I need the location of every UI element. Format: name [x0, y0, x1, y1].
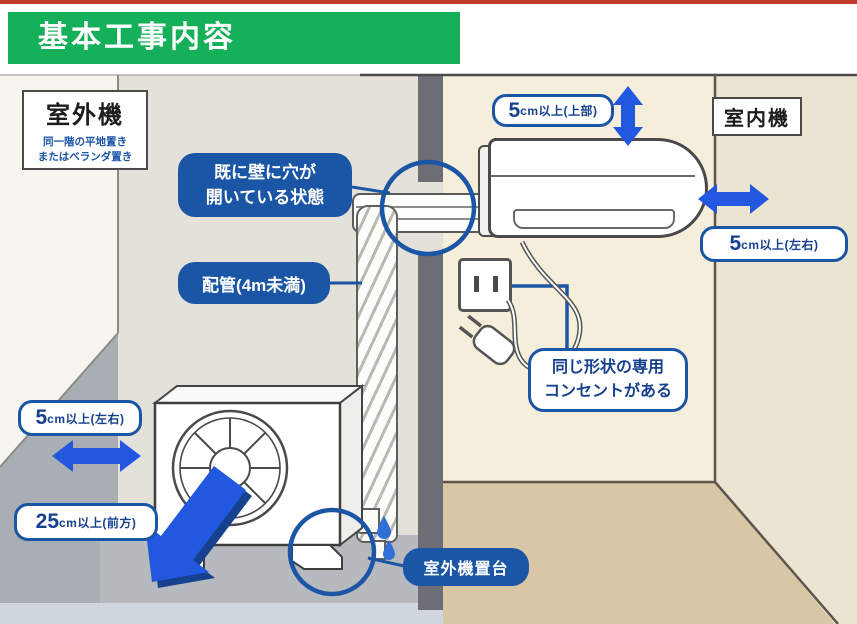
indoor-unit-heading-box: 室内機 [712, 97, 802, 136]
outdoor-unit-heading-box: 室外機 同一階の平地置き またはベランダ置き [22, 90, 148, 170]
page-title: 基本工事内容 [8, 12, 460, 64]
indoor-unit-vent-flap [513, 209, 675, 229]
outdoor-unit-stand-feet [154, 544, 343, 570]
indoor-ac-unit [488, 138, 708, 238]
outlet-slot [493, 276, 498, 292]
outlet-slot [474, 276, 479, 292]
outdoor-unit-side-face [339, 383, 363, 548]
ground-strip [0, 603, 443, 624]
wall-hole-label: 既に壁に穴が 開いている状態 [178, 153, 352, 217]
outdoor-unit-note: 同一階の平地置き またはベランダ置き [37, 135, 133, 163]
wall-cross-section-upper [418, 75, 443, 182]
outdoor-ac-unit [152, 383, 365, 570]
outlet-icon [458, 258, 512, 312]
indoor-unit-panel-seam [491, 175, 695, 177]
pipe-length-label: 配管(4m未満) [178, 262, 330, 304]
dedicated-outlet-label: 同じ形状の専用 コンセントがある [528, 348, 688, 412]
indoor-unit-title: 室内機 [724, 108, 790, 130]
outdoor-unit-top-face [152, 385, 365, 404]
fan-icon [171, 409, 289, 527]
outdoor-unit-title: 室外機 [46, 101, 124, 129]
top-accent-line [0, 0, 857, 4]
outdoor-stand-label: 室外機置台 [403, 548, 529, 586]
